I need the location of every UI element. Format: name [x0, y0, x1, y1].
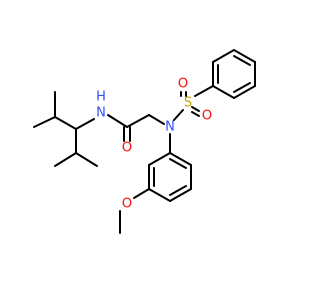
bond: [133, 188, 150, 199]
bond: [75, 152, 98, 167]
bond: [107, 114, 128, 128]
atom-label-layer: H N O N S O O O: [96, 77, 212, 212]
bond: [148, 114, 165, 125]
bond: [191, 111, 200, 117]
bond: [173, 109, 184, 121]
bond: [148, 188, 171, 202]
sulfonyl-o1-label: O: [178, 77, 188, 92]
bond: [169, 188, 192, 202]
bond: [233, 82, 251, 93]
bond: [169, 185, 187, 196]
bond: [233, 55, 251, 66]
bond: [169, 158, 187, 169]
amide-n-label: N: [96, 106, 106, 121]
sulfur-label: S: [184, 96, 192, 111]
sulfonyl-o2-label: O: [202, 109, 212, 124]
bond: [191, 106, 200, 112]
bond: [75, 118, 95, 130]
bond-layer: [33, 49, 256, 234]
bond: [194, 85, 214, 97]
bond: [169, 152, 192, 166]
molecule-structure: H N O N S O O O: [33, 49, 256, 234]
bond: [233, 49, 256, 63]
bond: [54, 152, 77, 167]
amide-n-label: H: [96, 90, 106, 105]
bond: [233, 85, 256, 99]
bond: [212, 49, 235, 63]
bond: [33, 116, 56, 128]
sulfonamide-n-label: N: [165, 120, 175, 135]
bond: [212, 85, 235, 99]
carbonyl-o-label: O: [122, 141, 132, 156]
bond: [126, 114, 150, 128]
bond: [54, 116, 77, 130]
methoxy-o-label: O: [122, 197, 132, 212]
bond: [148, 152, 171, 166]
